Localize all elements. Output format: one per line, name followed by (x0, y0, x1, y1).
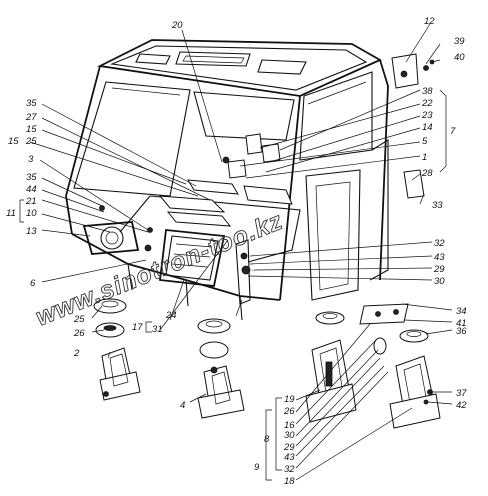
label-28: 28 (421, 168, 433, 179)
label-8: 8 (264, 434, 270, 445)
label-26: 26 (73, 328, 85, 339)
label-23: 23 (421, 110, 433, 121)
callout-labels: 20 12 39 40 35 27 15 15 25 3 35 44 21 11… (6, 16, 467, 487)
label-30b: 30 (284, 430, 295, 441)
label-13: 13 (26, 226, 37, 237)
label-44: 44 (26, 184, 37, 195)
label-21: 21 (25, 196, 37, 207)
label-22: 22 (421, 98, 433, 109)
label-43: 43 (434, 252, 445, 263)
front-right-mount (197, 318, 245, 419)
label-42: 42 (456, 400, 467, 411)
cab-body (65, 39, 435, 321)
label-16: 16 (284, 420, 295, 431)
rear-right-mount (359, 303, 441, 429)
label-25: 25 (25, 136, 37, 147)
label-36: 36 (456, 326, 467, 337)
label-43b: 43 (284, 452, 295, 463)
label-10: 10 (26, 208, 37, 219)
label-9: 9 (254, 462, 260, 473)
rear-left-mount (305, 311, 387, 423)
leader-lines (19, 23, 453, 481)
label-32: 32 (434, 238, 445, 249)
label-3: 3 (28, 154, 34, 165)
label-19: 19 (284, 394, 295, 405)
label-29b: 29 (283, 442, 295, 453)
label-27: 27 (25, 112, 37, 123)
label-20: 20 (171, 20, 183, 31)
label-26b: 26 (283, 406, 295, 417)
label-35b: 35 (26, 172, 37, 183)
label-38: 38 (422, 86, 433, 97)
label-32b: 32 (284, 464, 295, 475)
label-1: 1 (422, 152, 427, 163)
label-29: 29 (433, 264, 445, 275)
label-6: 6 (30, 278, 36, 289)
label-17: 17 (132, 322, 143, 333)
label-34: 34 (456, 306, 467, 317)
label-4: 4 (180, 400, 185, 411)
label-39: 39 (454, 36, 465, 47)
label-12: 12 (424, 16, 435, 27)
front-left-mount (93, 298, 141, 401)
label-31: 31 (152, 324, 163, 335)
label-33: 33 (432, 200, 443, 211)
label-18: 18 (284, 476, 295, 487)
label-35: 35 (26, 98, 37, 109)
label-14: 14 (422, 122, 433, 133)
label-15: 15 (26, 124, 37, 135)
label-30: 30 (434, 276, 445, 287)
label-2: 2 (73, 348, 80, 359)
label-41: 41 (456, 318, 467, 329)
label-25b: 25 (73, 314, 85, 325)
label-37: 37 (456, 388, 467, 399)
label-5: 5 (422, 136, 428, 147)
label-40: 40 (454, 52, 465, 63)
label-15b: 15 (8, 136, 19, 147)
label-11: 11 (6, 208, 16, 219)
label-24: 24 (165, 310, 177, 321)
label-7: 7 (450, 126, 456, 137)
